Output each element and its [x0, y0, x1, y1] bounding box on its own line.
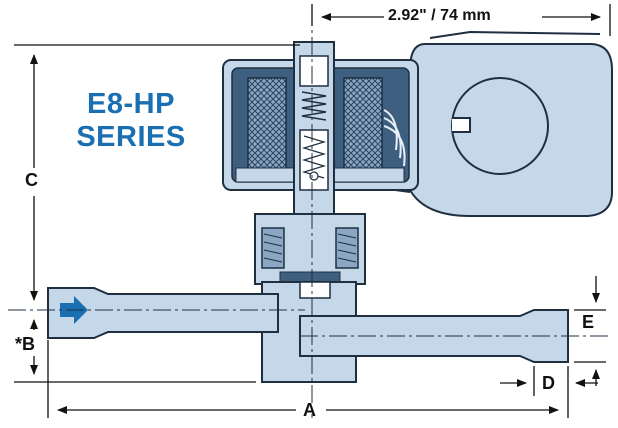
series-title-line1: E8-HP: [87, 88, 175, 120]
dimension-c-label: C: [25, 170, 38, 190]
centerlines: [8, 8, 610, 418]
dimension-top-width-label: 2.92" / 74 mm: [388, 7, 491, 24]
series-title-line2: SERIES: [76, 121, 186, 153]
connector-plug: [394, 30, 613, 217]
dimension-e-label: E: [582, 312, 595, 332]
dimension-a-label: A: [303, 400, 316, 420]
dimension-b-label: *B: [15, 334, 36, 354]
dimension-lines: [14, 4, 611, 418]
inlet-tube: [47, 287, 279, 339]
dimension-d-label: D: [542, 373, 555, 393]
series-title: E8-HP SERIES: [56, 88, 206, 154]
valve-nut: [254, 213, 366, 285]
